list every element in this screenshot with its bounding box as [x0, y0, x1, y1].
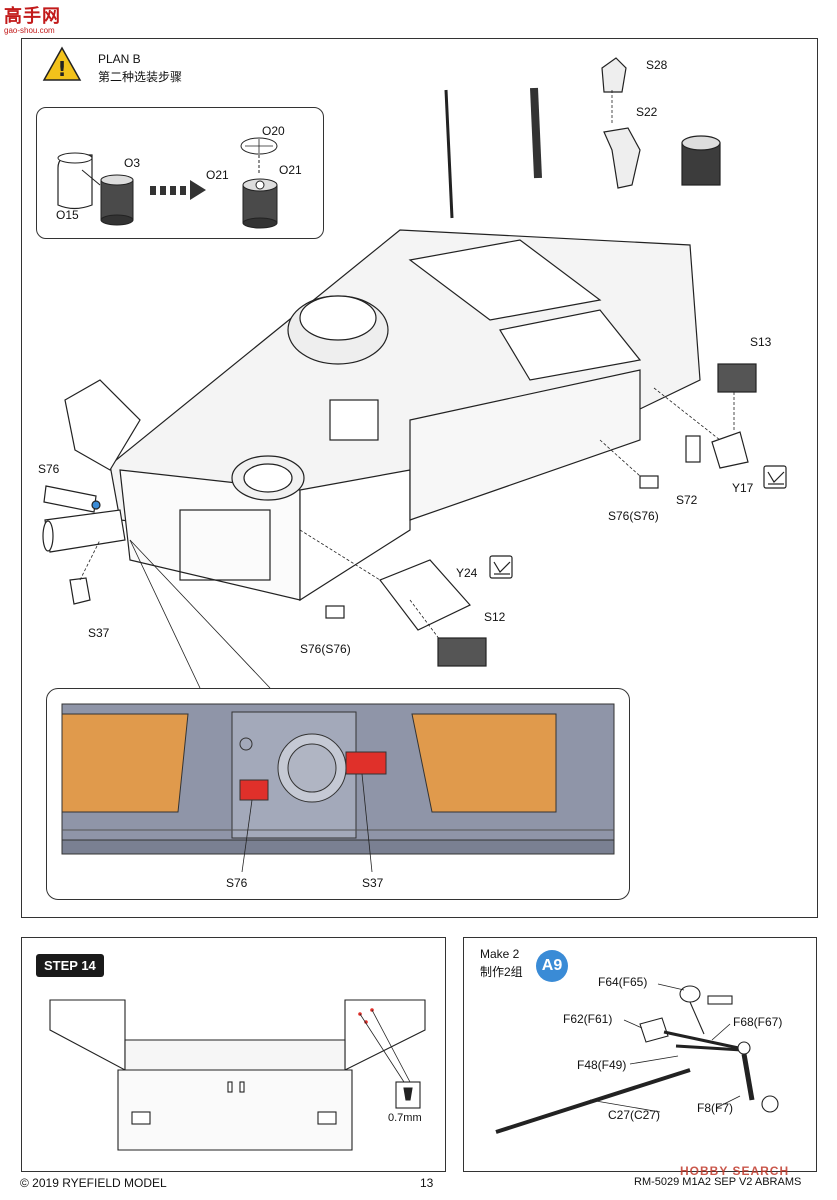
label-f62: F62(F61) [563, 1012, 613, 1026]
logo-text: 高手网 [4, 6, 61, 27]
detail-label-s37: S37 [362, 876, 384, 890]
drill-size-label: 0.7mm [388, 1112, 422, 1124]
label-f68: F68(F67) [733, 1015, 783, 1029]
label-f48: F48(F49) [577, 1058, 627, 1072]
label-o21-left: O21 [206, 168, 229, 182]
make2-subtitle: 制作2组 [480, 965, 523, 979]
label-s76-right: S76(S76) [608, 509, 659, 523]
step14-badge: STEP 14 [36, 954, 104, 977]
footer-page-number: 13 [420, 1176, 434, 1190]
label-o15: O15 [56, 208, 79, 222]
footer-product: RM-5029 M1A2 SEP V2 ABRAMS [634, 1176, 802, 1188]
label-s28: S28 [646, 58, 668, 72]
label-o21-right: O21 [279, 163, 302, 177]
plan-b-subtitle: 第二种选装步骤 [98, 70, 183, 84]
label-f64: F64(F65) [598, 975, 648, 989]
label-s12: S12 [484, 610, 506, 624]
label-y17: Y17 [732, 481, 754, 495]
label-c27: C27(C27) [608, 1108, 661, 1122]
label-f8: F8(F7) [697, 1101, 733, 1115]
site-logo: 高手网 gao-shou.com [4, 2, 84, 35]
label-s72: S72 [676, 493, 698, 507]
label-y24: Y24 [456, 566, 478, 580]
detail-label-s76: S76 [226, 876, 248, 890]
label-s76-left: S76 [38, 462, 60, 476]
make2-title: Make 2 [480, 947, 520, 961]
footer-watermark: HOBBY SEARCH [680, 1164, 790, 1178]
label-s13: S13 [750, 335, 772, 349]
label-s76-bottom: S76(S76) [300, 642, 351, 656]
detail-callout [46, 688, 630, 900]
label-s22: S22 [636, 105, 658, 119]
plan-b-title: PLAN B [98, 52, 141, 66]
a9-badge: A9 [536, 950, 568, 982]
label-o20: O20 [262, 124, 285, 138]
label-o3: O3 [124, 156, 141, 170]
footer-copyright: © 2019 RYEFIELD MODEL [20, 1176, 167, 1190]
label-s37-left: S37 [88, 626, 110, 640]
logo-url: gao-shou.com [4, 26, 55, 35]
